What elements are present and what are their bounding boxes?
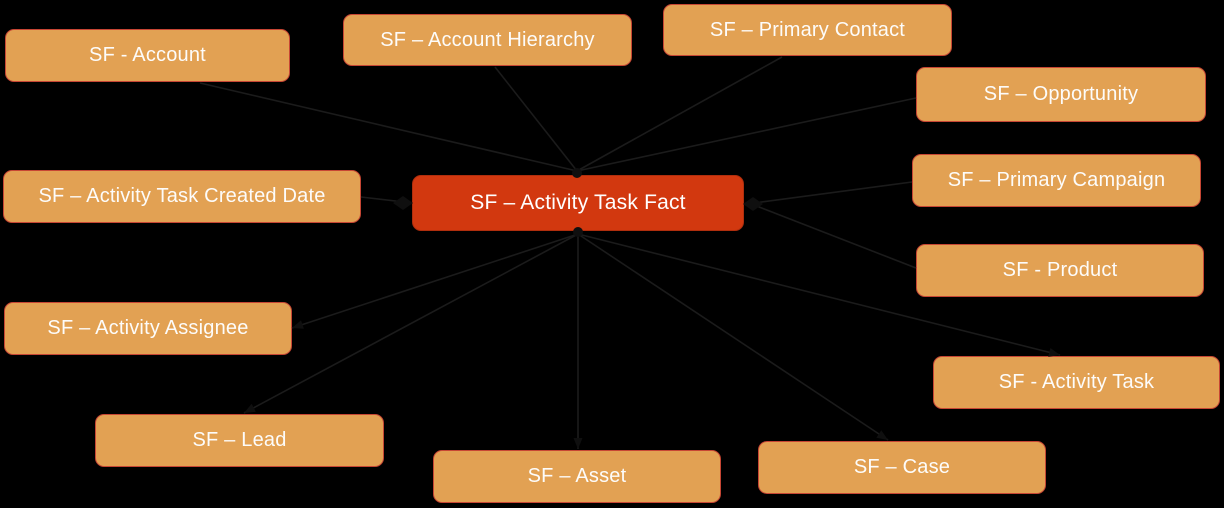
arrowhead-icon xyxy=(244,403,256,413)
node-label: SF – Opportunity xyxy=(983,83,1139,105)
node-label: SF – Account Hierarchy xyxy=(380,28,595,51)
dimension-node-primary-contact: SF – Primary Contact xyxy=(663,4,952,56)
node-label: SF - Account xyxy=(89,44,206,66)
arrowhead-icon xyxy=(876,430,888,440)
dimension-node-account-hierarchy: SF – Account Hierarchy xyxy=(343,14,632,66)
diamond-arrowhead-icon xyxy=(393,196,413,210)
edge-line-primary-contact xyxy=(576,56,783,172)
node-label: SF – Activity Task Created Date xyxy=(38,185,326,207)
edge-line-product xyxy=(753,204,917,269)
arrowhead-icon xyxy=(573,438,583,449)
edge-line-account xyxy=(199,82,578,172)
dimension-node-account: SF - Account xyxy=(5,29,290,82)
node-label: SF – Primary Campaign xyxy=(947,169,1166,191)
dimension-node-activity-task-created-date: SF – Activity Task Created Date xyxy=(3,170,361,223)
dimension-node-case: SF – Case xyxy=(758,441,1046,494)
arrowhead-icon xyxy=(292,320,304,329)
node-label: SF – Activity Task Fact xyxy=(470,191,686,214)
edge-line-activity-assignee xyxy=(291,233,579,329)
dimension-node-activity-assignee: SF – Activity Assignee xyxy=(4,302,292,355)
dimension-node-asset: SF – Asset xyxy=(433,450,721,503)
edge-line-primary-campaign xyxy=(753,181,913,204)
node-label: SF – Primary Contact xyxy=(709,18,906,41)
fact-node-activity-task-fact: SF – Activity Task Fact xyxy=(412,175,744,231)
node-label: SF – Lead xyxy=(192,429,287,451)
dimension-node-lead: SF – Lead xyxy=(95,414,384,467)
dimension-node-primary-campaign: SF – Primary Campaign xyxy=(912,154,1201,207)
node-label: SF – Case xyxy=(853,456,951,478)
diamond-arrowhead-icon xyxy=(743,197,763,211)
edge-line-case xyxy=(577,233,889,441)
dimension-node-activity-task: SF - Activity Task xyxy=(933,356,1220,409)
node-label: SF – Asset xyxy=(527,465,627,487)
node-label: SF – Activity Assignee xyxy=(47,317,249,339)
node-label: SF - Product xyxy=(1002,259,1118,281)
node-label: SF - Activity Task xyxy=(998,371,1155,393)
dimension-node-opportunity: SF – Opportunity xyxy=(916,67,1206,122)
edge-line-activity-task-created-date xyxy=(360,196,405,203)
edge-line-lead xyxy=(243,233,579,414)
edge-line-opportunity xyxy=(576,97,917,172)
edge-line-account-hierarchy xyxy=(494,66,578,172)
dimension-node-product: SF - Product xyxy=(916,244,1204,297)
